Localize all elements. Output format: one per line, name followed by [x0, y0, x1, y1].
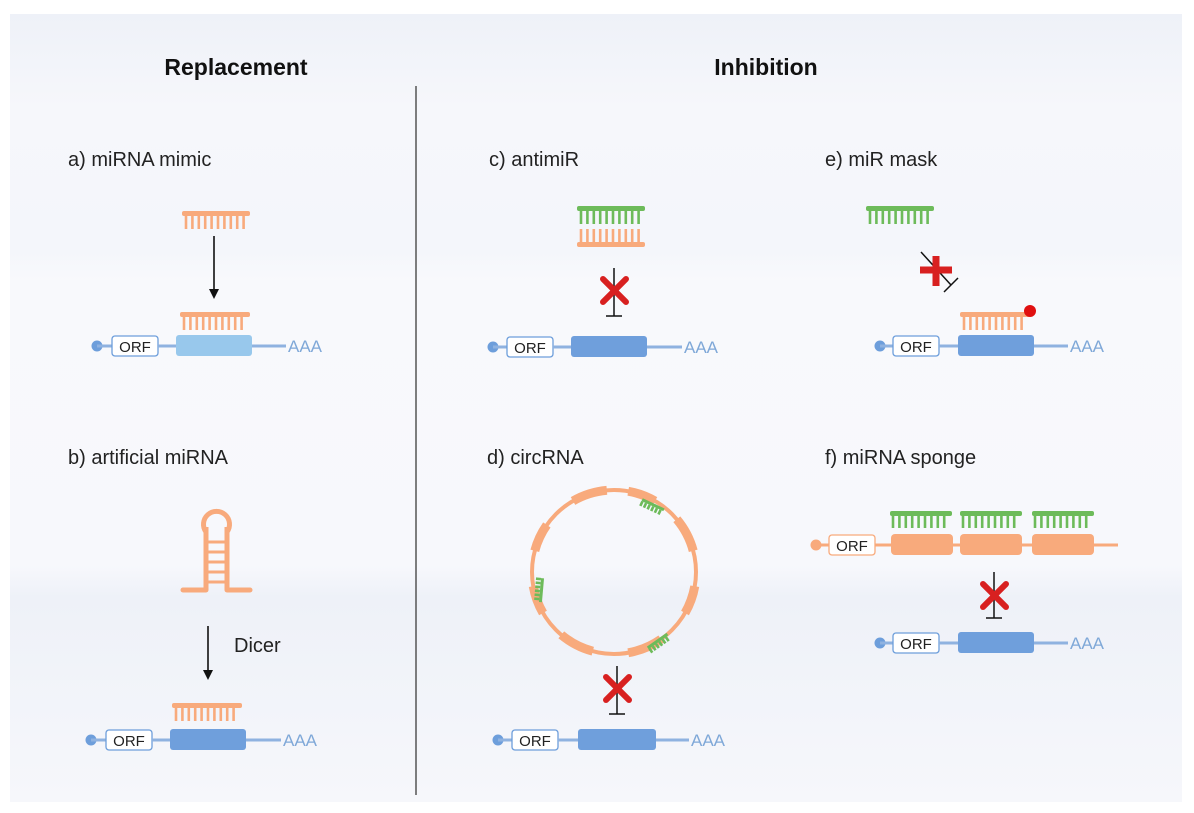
antimir-duplex	[577, 206, 645, 247]
panel-f-title: f) miRNA sponge	[825, 447, 976, 469]
replacement-header: Replacement	[164, 54, 308, 80]
binding-site	[1032, 534, 1094, 555]
svg-text:ORF: ORF	[900, 636, 932, 653]
svg-text:ORF: ORF	[514, 340, 546, 357]
mirna-mimic-bound	[180, 312, 250, 330]
circrna-segment	[558, 631, 595, 656]
sponged-mirna	[960, 511, 1022, 528]
circrna-segment	[570, 485, 608, 505]
mrna-b: ORF AAA	[85, 729, 318, 751]
polya-tail: AAA	[283, 731, 318, 750]
polya-tail: AAA	[1070, 634, 1105, 653]
panel-a-title: a) miRNA mimic	[68, 149, 211, 171]
svg-text:ORF: ORF	[836, 538, 868, 555]
coding-region	[958, 632, 1034, 653]
panel-b-title: b) artificial miRNA	[68, 447, 229, 469]
mirna-mimic-free	[182, 211, 250, 229]
svg-text:ORF: ORF	[119, 339, 151, 356]
bound-mirna	[646, 632, 670, 654]
bound-mirna	[639, 498, 665, 515]
dicer-label: Dicer	[234, 635, 281, 657]
polya-tail: AAA	[684, 338, 719, 357]
polya-tail: AAA	[288, 337, 323, 356]
mask-cap	[1024, 305, 1036, 317]
binding-site	[960, 534, 1022, 555]
mir-mask-oligo	[866, 206, 934, 224]
blocked-binding	[600, 268, 629, 317]
sponged-mirna	[1032, 511, 1094, 528]
binding-site	[891, 534, 953, 555]
polya-tail: AAA	[1070, 337, 1105, 356]
sponge-transcript: ORF	[810, 534, 1118, 556]
panel-c-title: c) antimiR	[489, 149, 579, 171]
blocked-binding	[603, 666, 632, 715]
inhibition-header: Inhibition	[714, 54, 817, 80]
mrna-e: ORF AAA	[874, 335, 1105, 357]
mrna-f: ORF AAA	[874, 632, 1105, 654]
polya-tail: AAA	[691, 731, 726, 750]
coding-region	[170, 729, 246, 750]
svg-text:ORF: ORF	[900, 339, 932, 356]
coding-region	[176, 335, 252, 356]
panel-d-title: d) circRNA	[487, 447, 584, 469]
circrna-segment	[681, 585, 700, 616]
mirna-with-mask-bound	[960, 305, 1036, 330]
circrna-segment	[673, 516, 698, 553]
svg-text:ORF: ORF	[113, 733, 145, 750]
svg-text:ORF: ORF	[519, 733, 551, 750]
sponged-mirna	[890, 511, 952, 528]
mrna-c: ORF AAA	[487, 336, 719, 358]
panel-e-title: e) miR mask	[825, 149, 938, 171]
circrna-segment	[627, 486, 658, 505]
circrna-segment	[530, 522, 551, 553]
artificial-mirna-bound	[172, 703, 242, 721]
coding-region	[958, 335, 1034, 356]
coding-region	[578, 729, 656, 750]
blocked-binding	[920, 251, 959, 293]
bound-mirna	[534, 577, 545, 603]
mrna-a: ORF AAA	[91, 335, 323, 357]
hairpin-precursor	[180, 508, 253, 593]
circrna	[528, 485, 700, 658]
coding-region	[571, 336, 647, 357]
blocked-binding	[980, 572, 1009, 619]
mrna-d: ORF AAA	[492, 729, 726, 751]
